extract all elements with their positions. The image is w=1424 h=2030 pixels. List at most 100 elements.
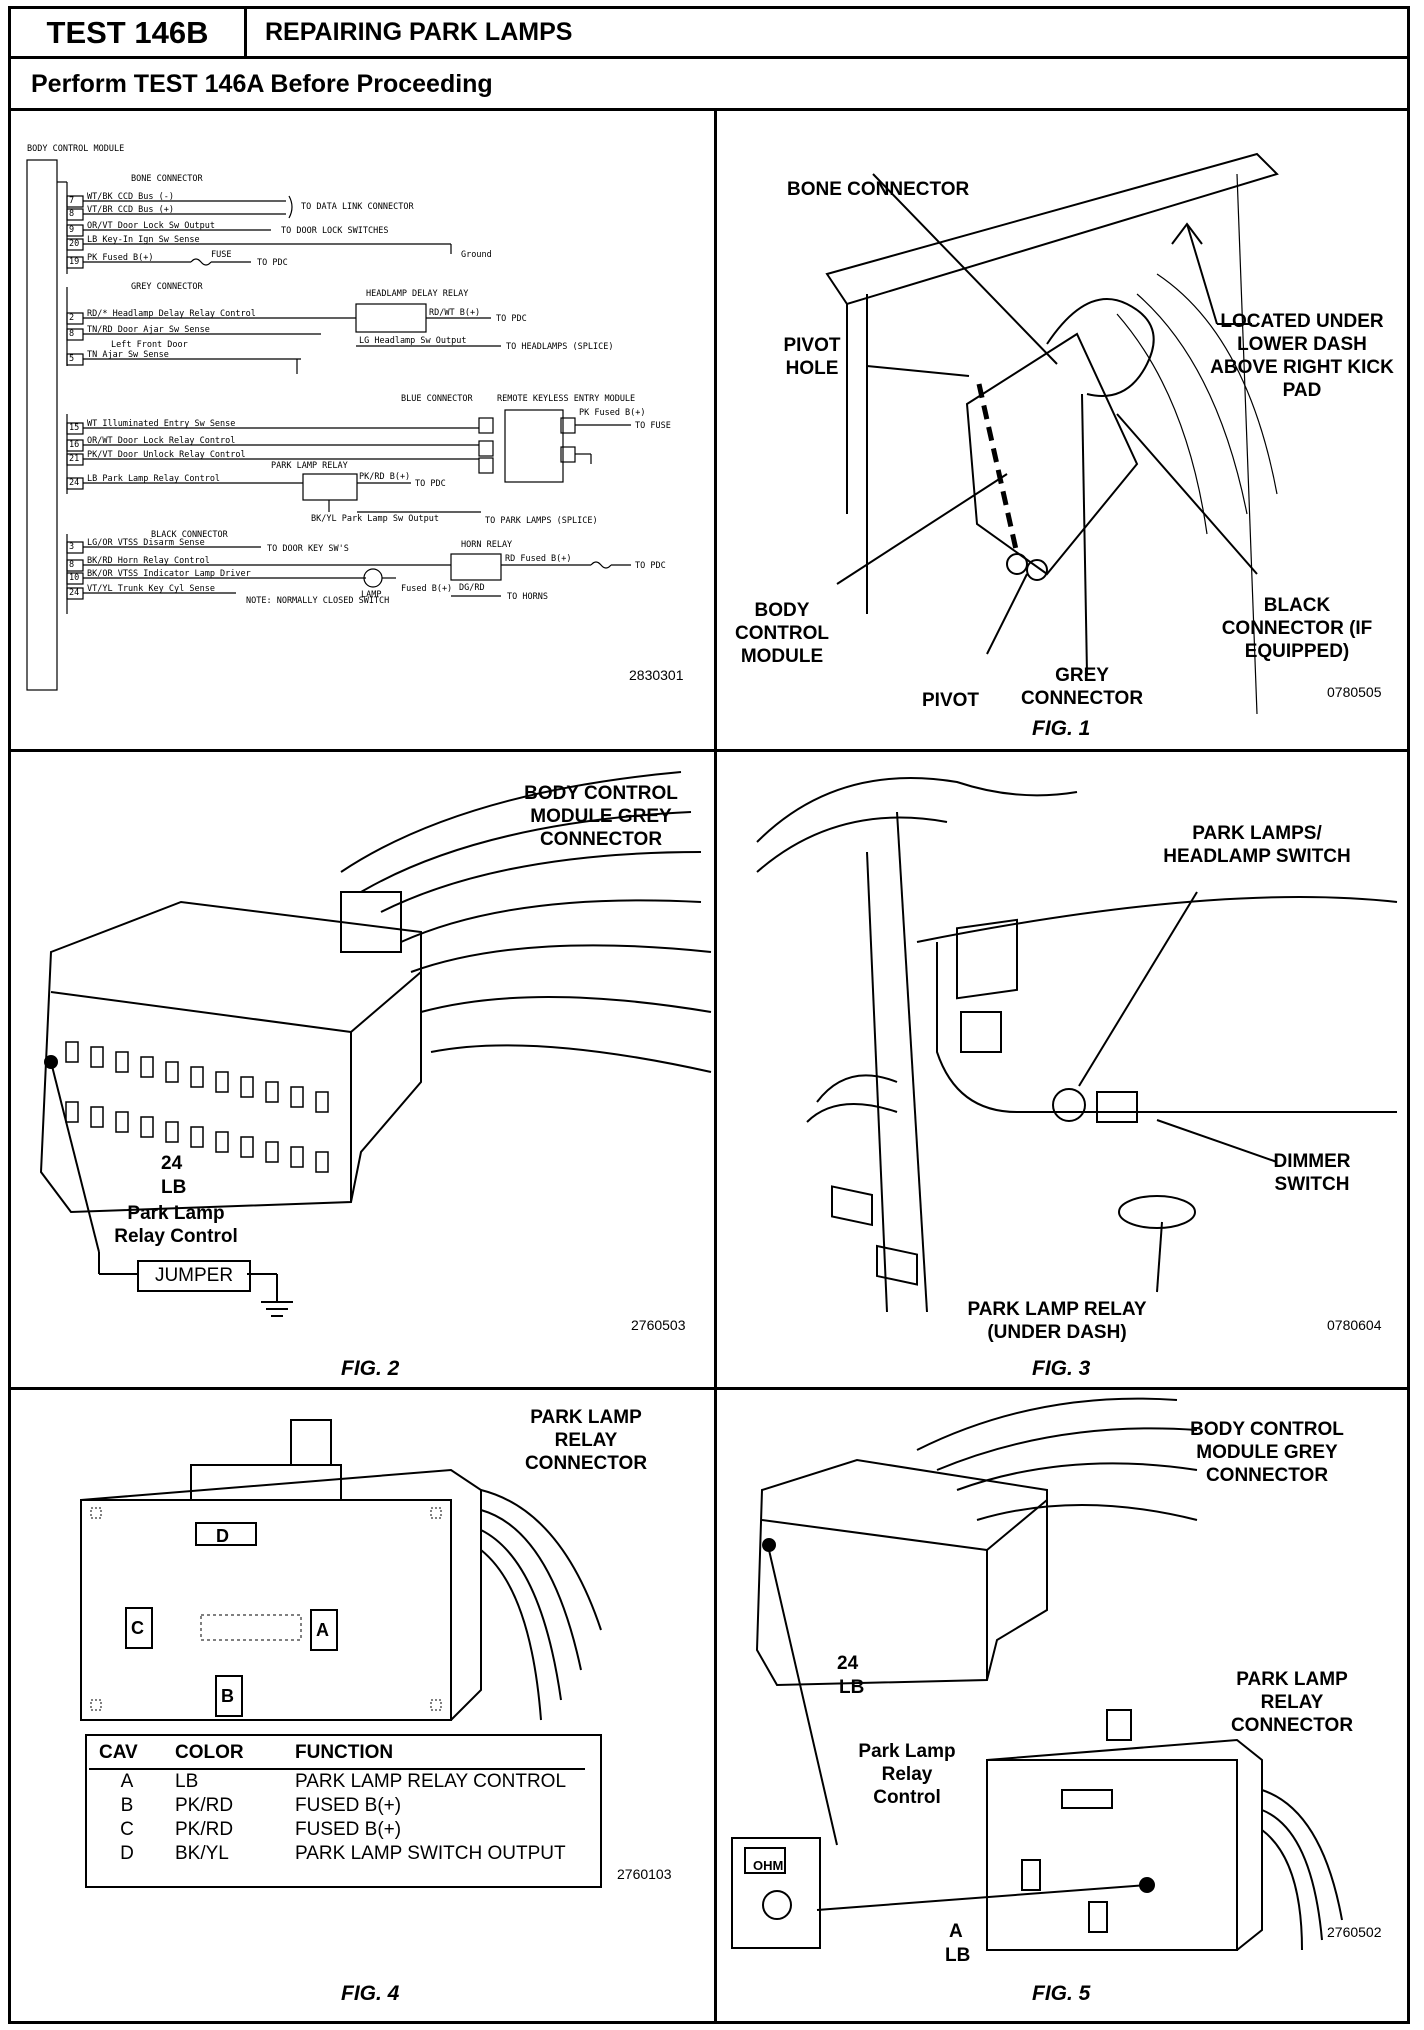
figure-4: D C A B PARK LAMP RELAY CONNECTOR CAV CO… xyxy=(11,1390,714,2024)
pin-num: 19 xyxy=(69,257,80,267)
cavity-label: A xyxy=(949,1921,963,1942)
pin-text: TN/RD Door Ajar Sw Sense xyxy=(87,325,210,335)
note: LG Headlamp Sw Output xyxy=(359,336,467,346)
grey-connector-callout: GREY CONNECTOR xyxy=(1020,665,1144,709)
test-title: REPAIRING PARK LAMPS xyxy=(265,18,573,46)
fig5-drawing xyxy=(731,1397,1343,1951)
rke-module-label: REMOTE KEYLESS ENTRY MODULE xyxy=(497,394,636,404)
pin-text: VT/BR CCD Bus (+) xyxy=(87,205,174,215)
figure-3: PARK LAMPS/ HEADLAMP SWITCH DIMMER SWITC… xyxy=(717,752,1407,1387)
figure-code: 0780505 xyxy=(1327,684,1382,700)
pivot-hole-callout: PIVOT HOLE xyxy=(783,335,841,379)
bcm-callout: BODY CONTROL MODULE xyxy=(735,600,829,667)
cell-cav: C xyxy=(120,1819,134,1840)
pin-text: OR/WT Door Lock Relay Control xyxy=(87,436,236,446)
note: TO DATA LINK CONNECTOR xyxy=(301,202,414,212)
bone-connector-label: BONE CONNECTOR xyxy=(131,174,203,184)
note: TO DOOR LOCK SWITCHES xyxy=(281,226,389,236)
pin-text: WT Illuminated Entry Sw Sense xyxy=(87,419,236,429)
cell-color: PK/RD xyxy=(175,1795,234,1816)
jumper-box: JUMPER xyxy=(137,1260,251,1292)
note: RD Fused B(+) xyxy=(505,554,572,564)
pin-text: LB Key-In Ign Sw Sense xyxy=(87,235,200,245)
pin-num: 24 xyxy=(69,588,80,598)
figure-2: BODY CONTROL MODULE GREY CONNECTOR 24 LB… xyxy=(11,752,714,1387)
wire-color: LB xyxy=(161,1177,187,1198)
cavity-a-label: A xyxy=(316,1620,329,1640)
bcm-label: BODY CONTROL MODULE xyxy=(27,144,125,154)
figure-code: 2830301 xyxy=(629,667,684,683)
pin-num: 16 xyxy=(69,440,80,450)
figure-code: 0780604 xyxy=(1327,1317,1382,1333)
fig3-drawing xyxy=(756,777,1398,1313)
note: NOTE: NORMALLY CLOSED SWITCH xyxy=(246,596,390,606)
pivot-callout: PIVOT xyxy=(922,690,980,711)
pin-num: 20 xyxy=(69,239,80,249)
schematic-lines xyxy=(26,159,631,691)
figure-caption: FIG. 5 xyxy=(1032,1982,1091,2005)
test-sheet: TEST 146B REPAIRING PARK LAMPS Perform T… xyxy=(8,6,1410,2024)
column-divider xyxy=(714,111,717,2024)
note: TO FUSE xyxy=(635,421,671,431)
note: TO DOOR KEY SW'S xyxy=(267,544,349,554)
pin-text: VT/YL Trunk Key Cyl Sense xyxy=(87,584,215,594)
cell-function: FUSED B(+) xyxy=(295,1819,402,1840)
horn-relay-label: HORN RELAY xyxy=(461,540,513,550)
cell-function: PARK LAMP RELAY CONTROL xyxy=(295,1771,567,1792)
pin-num: 5 xyxy=(69,354,75,364)
blue-connector-label: BLUE CONNECTOR xyxy=(401,394,473,404)
note: TO HORNS xyxy=(507,592,548,602)
cell-color: BK/YL xyxy=(175,1843,229,1864)
note: TO PDC xyxy=(257,258,288,268)
headlamp-relay-label: HEADLAMP DELAY RELAY xyxy=(366,289,469,299)
column-header: CAV xyxy=(89,1738,165,1770)
table-row: A LB PARK LAMP RELAY CONTROL xyxy=(89,1769,585,1794)
row-divider-2 xyxy=(11,1387,1407,1390)
cavity-c-label: C xyxy=(131,1618,144,1638)
note: BK/YL Park Lamp Sw Output xyxy=(311,514,439,524)
table-row: C PK/RD FUSED B(+) xyxy=(89,1818,585,1842)
pin-num: 3 xyxy=(69,542,75,552)
column-header: FUNCTION xyxy=(285,1738,585,1770)
cavity-color: LB xyxy=(945,1945,971,1966)
pin-text: PK/VT Door Unlock Relay Control xyxy=(87,450,246,460)
figure-1: BONE CONNECTOR PIVOT HOLE LOCATED UNDER … xyxy=(717,114,1407,749)
cell-color: PK/RD xyxy=(175,1819,234,1840)
column-header: COLOR xyxy=(165,1738,285,1770)
cavity-grid xyxy=(65,1041,329,1173)
pin-num: 2 xyxy=(69,313,75,323)
figure-caption: FIG. 1 xyxy=(1032,717,1091,740)
fig4-drawing xyxy=(80,1419,602,1888)
circuit-name: Park Lamp Relay Control xyxy=(114,1203,238,1247)
figure-caption: FIG. 2 xyxy=(341,1357,400,1380)
cell-cav: B xyxy=(120,1795,134,1816)
note: LAMP xyxy=(361,590,382,600)
pin-num: 9 xyxy=(69,225,75,235)
pin-text: TN Ajar Sw Sense xyxy=(87,350,169,360)
relay-callout: PARK LAMP RELAY (UNDER DASH) xyxy=(967,1299,1147,1343)
pin-num: 21 xyxy=(69,454,80,464)
grey-connector-label: GREY CONNECTOR xyxy=(131,282,203,292)
black-connector-label: BLACK CONNECTOR xyxy=(151,530,228,540)
cavity-d-label: D xyxy=(216,1526,229,1546)
row-divider-1 xyxy=(11,749,1407,752)
cell-color: LB xyxy=(175,1771,199,1792)
note: Fused B(+) xyxy=(401,584,453,594)
cavity-b-label: B xyxy=(221,1686,234,1706)
note: TO PDC xyxy=(635,561,666,571)
wire-color: LB xyxy=(839,1677,865,1698)
dimmer-callout: DIMMER SWITCH xyxy=(1273,1151,1351,1195)
cell-cav: A xyxy=(120,1771,134,1792)
park-relay-label: PARK LAMP RELAY xyxy=(271,461,348,471)
pin-text: LB Park Lamp Relay Control xyxy=(87,474,221,484)
switch-callout: PARK LAMPS/ HEADLAMP SWITCH xyxy=(1163,823,1351,867)
note: TO PDC xyxy=(496,314,527,324)
note: PK Fused B(+) xyxy=(579,408,646,418)
figure-code: 2760503 xyxy=(631,1317,686,1333)
figure-5: OHM BODY CONTROL MODULE GREY CONNECTOR 2… xyxy=(717,1390,1407,2024)
fig2-drawing xyxy=(39,771,712,1317)
connector-title: BODY CONTROL MODULE GREY CONNECTOR xyxy=(1190,1419,1344,1486)
bone-connector-callout: BONE CONNECTOR xyxy=(787,179,970,200)
pin-text: RD/* Headlamp Delay Relay Control xyxy=(87,309,256,319)
pin-num: 8 xyxy=(69,329,75,339)
